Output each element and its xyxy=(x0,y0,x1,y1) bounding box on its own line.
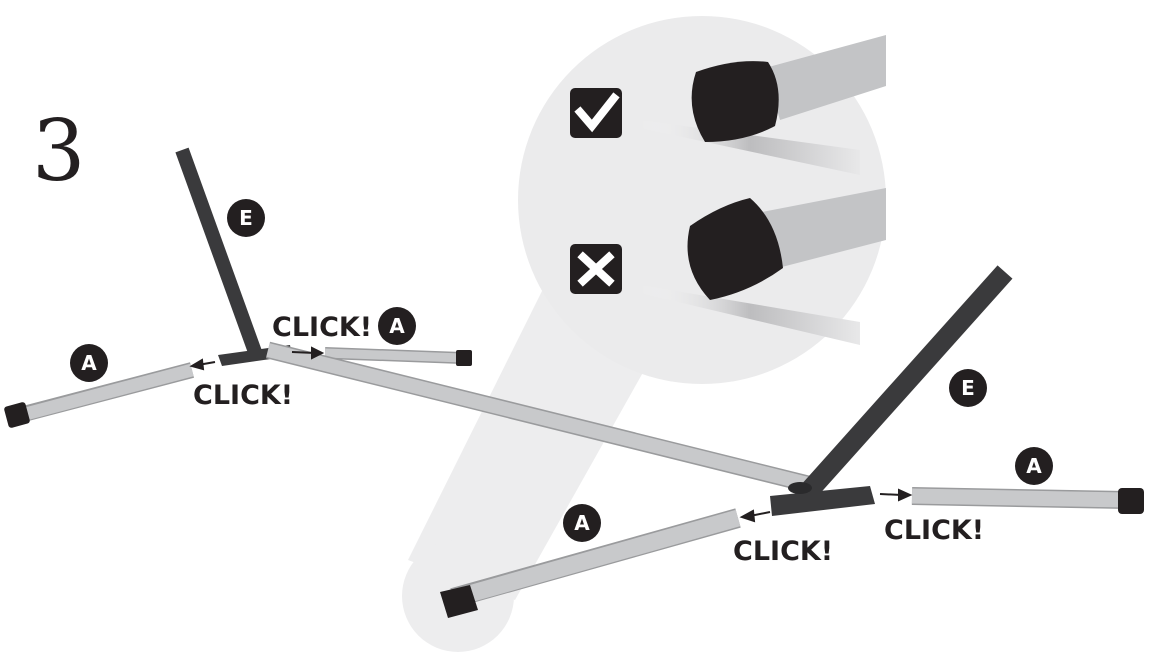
inset-correct-fit xyxy=(570,35,886,175)
tube xyxy=(762,188,886,268)
arrow-head xyxy=(189,358,205,371)
arrow-head xyxy=(739,509,756,523)
upright-e xyxy=(175,147,262,355)
step-number: 3 xyxy=(32,102,85,200)
click-label-right-bottom: CLICK! xyxy=(733,536,833,567)
shadow xyxy=(640,285,860,345)
badge-a-front: A xyxy=(563,504,601,542)
leg-a-back xyxy=(911,488,1127,508)
leg-a-left xyxy=(16,363,194,423)
hub-knob xyxy=(788,482,812,494)
arrows xyxy=(189,346,913,523)
magnifier-cone xyxy=(408,285,650,600)
detail-magnifier xyxy=(402,16,886,652)
leg-a-front xyxy=(452,509,741,607)
shadow xyxy=(640,120,860,175)
upright-e xyxy=(800,265,1013,499)
badge-e-right: E xyxy=(949,369,987,407)
checkmark-icon xyxy=(574,92,620,133)
leg-end-cap xyxy=(1118,488,1144,514)
click-label-left-bottom: CLICK! xyxy=(193,380,293,411)
click-label-right: CLICK! xyxy=(884,515,984,546)
tube xyxy=(765,35,886,120)
arrow-head xyxy=(898,488,913,502)
badge-a-right: A xyxy=(1015,447,1053,485)
svg-text:E: E xyxy=(239,206,253,230)
svg-text:A: A xyxy=(81,351,97,375)
leg-end-cap xyxy=(456,350,472,366)
svg-text:A: A xyxy=(1026,454,1042,478)
end-cap xyxy=(691,61,779,142)
badge-e-left: E xyxy=(227,199,265,237)
svg-text:E: E xyxy=(961,376,975,400)
end-cap xyxy=(687,198,783,300)
leg-end-cap xyxy=(440,585,478,618)
assembly-left xyxy=(4,147,472,428)
svg-text:A: A xyxy=(574,511,590,535)
cross-icon xyxy=(577,251,615,287)
arrow-head xyxy=(311,346,325,360)
svg-text:A: A xyxy=(389,314,405,338)
badge-a-left-top: A xyxy=(378,307,416,345)
inset-incorrect-fit xyxy=(570,188,886,345)
leg-a-right xyxy=(324,348,463,363)
cross-tube xyxy=(266,343,810,491)
leg-end-cap xyxy=(4,402,30,428)
assembly-right xyxy=(440,265,1144,618)
click-label-left-top: CLICK! xyxy=(272,312,372,343)
badge-a-left: A xyxy=(70,344,108,382)
